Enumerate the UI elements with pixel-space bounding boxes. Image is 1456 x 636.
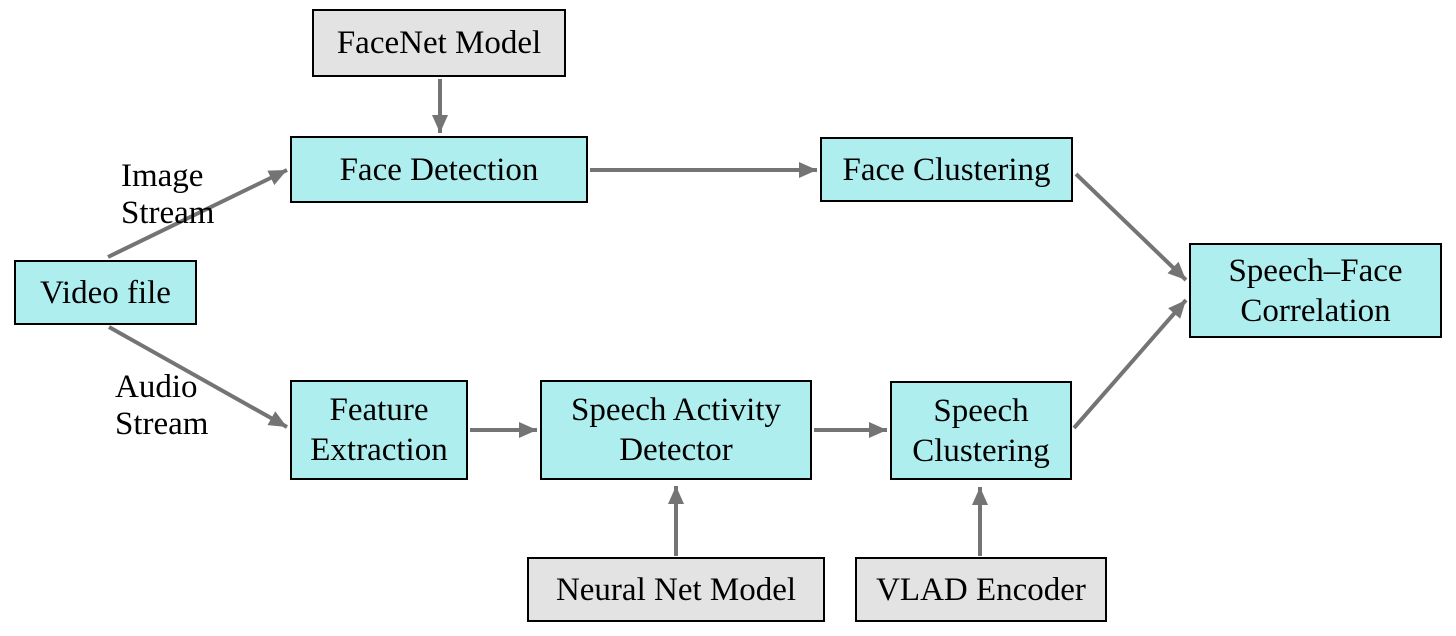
node-speech-clustering: Speech Clustering: [890, 381, 1072, 480]
node-neural-net-model: Neural Net Model: [527, 557, 825, 622]
edge-label-image-stream: Image Stream: [121, 158, 215, 231]
arrow-video-to-feature-extraction: [108, 325, 288, 429]
node-facenet-model: FaceNet Model: [312, 9, 566, 77]
arrow-video-to-face-detection: [107, 168, 288, 259]
node-face-clustering: Face Clustering: [820, 137, 1073, 202]
arrow-face-clustering-to-correlation: [1074, 172, 1188, 282]
node-speech-activity-detector: Speech Activity Detector: [540, 380, 812, 480]
edge-label-audio-stream: Audio Stream: [115, 369, 209, 442]
node-video-file: Video file: [14, 260, 197, 325]
node-face-detection: Face Detection: [290, 136, 588, 203]
node-feature-extraction: Feature Extraction: [290, 380, 468, 480]
node-speech-face-correlation: Speech–Face Correlation: [1189, 243, 1442, 338]
arrow-speech-clustering-to-correlation: [1072, 298, 1188, 430]
node-vlad-encoder: VLAD Encoder: [855, 557, 1107, 622]
